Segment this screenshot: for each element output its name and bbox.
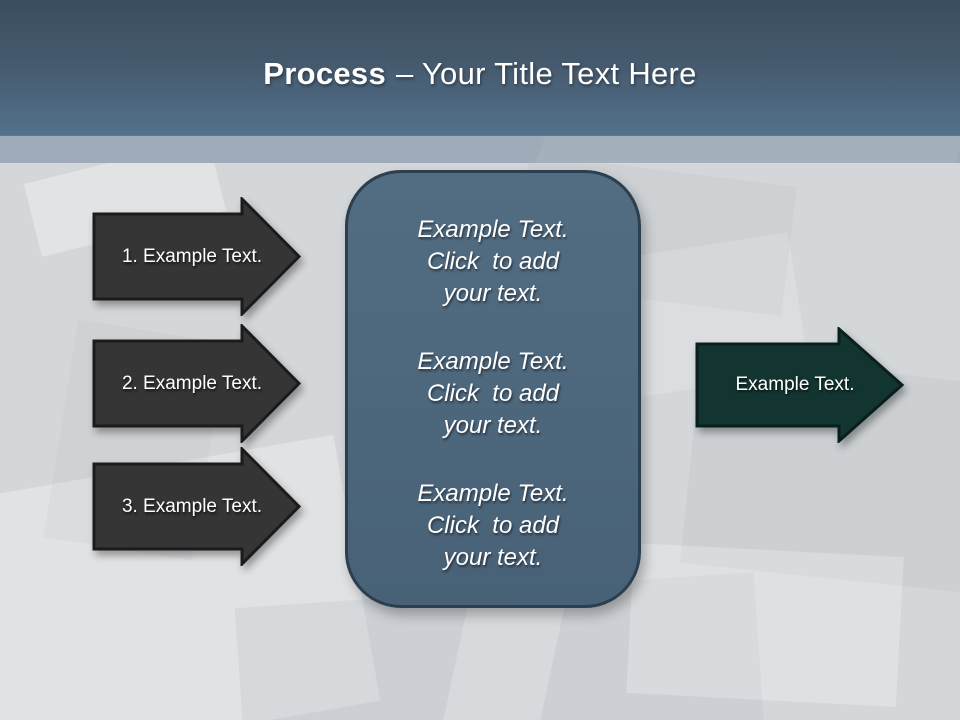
panel-line: Example Text. (417, 480, 569, 507)
panel-line: Click to add (426, 380, 560, 407)
arrow-shape (695, 327, 905, 443)
arrow-shape (92, 447, 302, 566)
process-arrow-1-label: 1. Example Text. (121, 245, 263, 267)
process-arrow-2-label: 2. Example Text. (121, 372, 263, 394)
process-arrow-3: 3. Example Text. (92, 447, 302, 566)
header-banner: Process – Your Title Text Here (0, 0, 960, 135)
panel-line: your text. (443, 544, 543, 571)
process-arrow-3-label: 3. Example Text. (121, 495, 263, 517)
arrow-shape (92, 197, 302, 316)
panel-line: Example Text. (417, 348, 569, 375)
arrow-shape (92, 324, 302, 443)
panel-line: Click to add (426, 512, 560, 539)
title-text: – Your Title Text Here (396, 55, 697, 91)
panel-text-block-1: Example Text. Click to add your text. (348, 214, 638, 310)
panel-text-block-3: Example Text. Click to add your text. (348, 478, 638, 574)
panel-line: Example Text. (417, 216, 569, 243)
panel-line: your text. (443, 280, 543, 307)
panel-text-block-2: Example Text. Click to add your text. (348, 346, 638, 442)
process-arrow-1: 1. Example Text. (92, 197, 302, 316)
band-sheen (534, 136, 960, 164)
slide-title: Process – Your Title Text Here (263, 44, 696, 92)
header-divider-band (0, 135, 960, 164)
output-arrow: Example Text. (695, 327, 905, 443)
output-arrow-label: Example Text. (735, 374, 855, 395)
process-arrow-2: 2. Example Text. (92, 324, 302, 443)
panel-line: your text. (443, 412, 543, 439)
content-panel: Example Text. Click to add your text. Ex… (345, 170, 641, 608)
title-emphasis: Process (263, 55, 387, 91)
panel-line: Click to add (426, 248, 560, 275)
